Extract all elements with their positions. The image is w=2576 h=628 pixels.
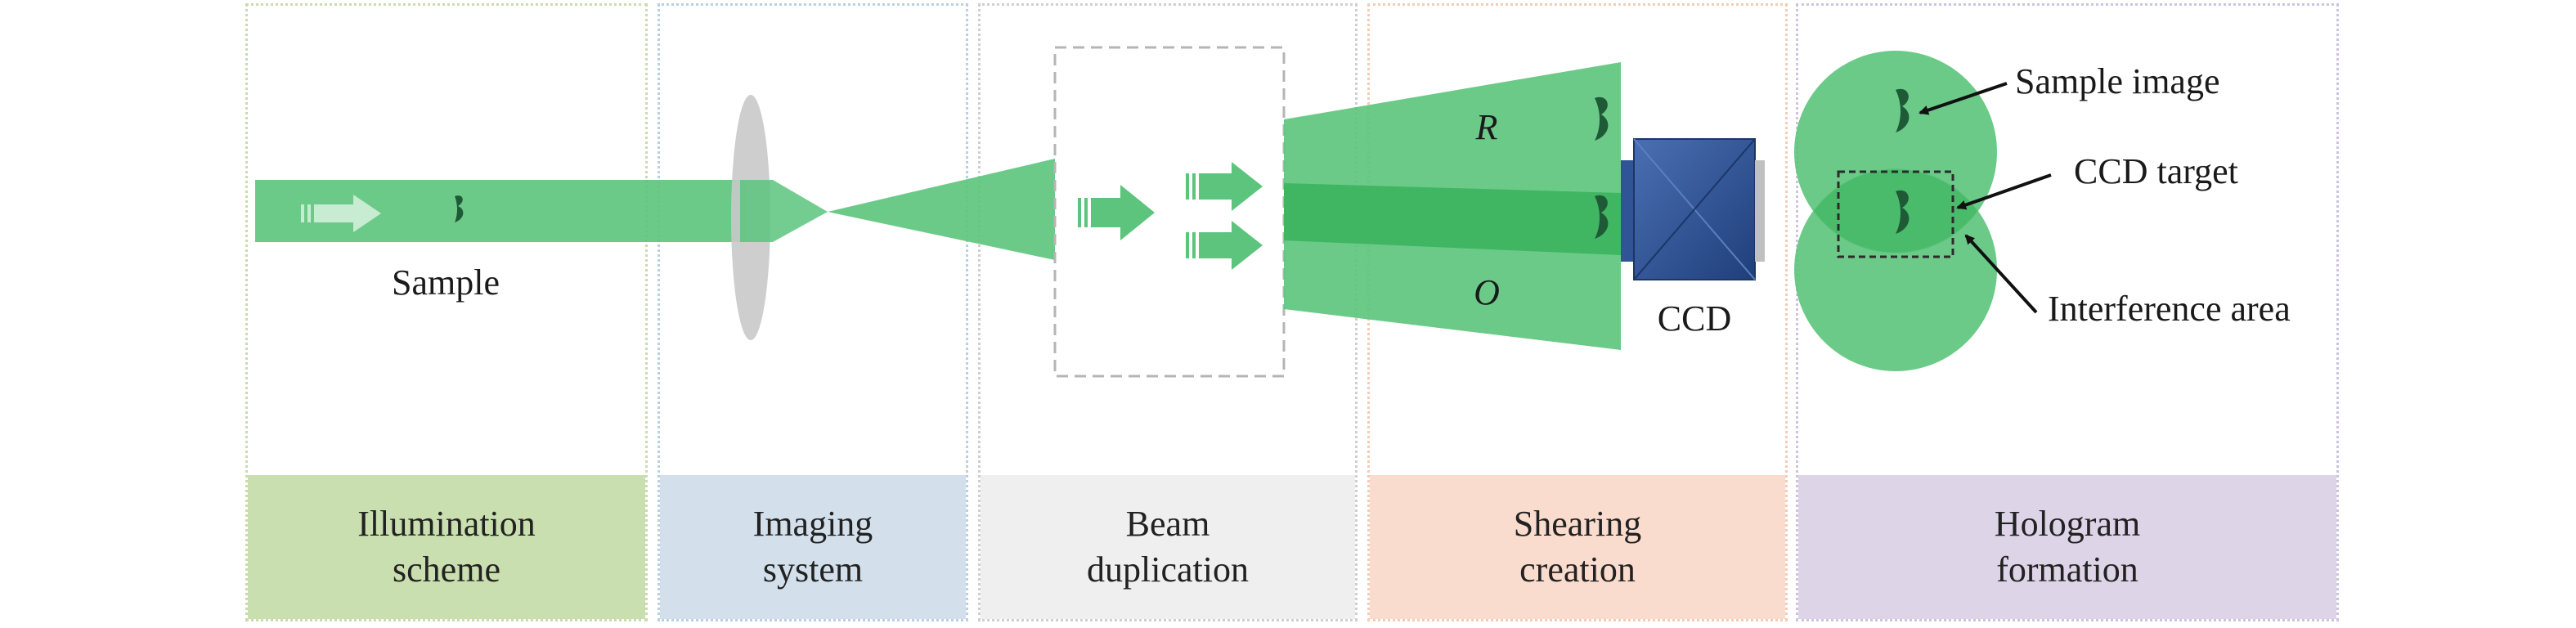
sample-specimen-o-icon xyxy=(1595,195,1609,239)
panel-label-shearing: Shearing creation xyxy=(1370,475,1785,619)
source-arrow-icon xyxy=(301,195,381,232)
sample-image-label: Sample image xyxy=(2015,61,2220,101)
input-beam-arrow-icon xyxy=(1078,185,1155,240)
panel-hologram-formation: Hologram formation xyxy=(1796,3,2339,621)
ccd-target-specimen-icon xyxy=(1896,190,1910,234)
panel-label-line: Illumination xyxy=(357,504,536,544)
sample-label: Sample xyxy=(392,262,500,303)
panel-illumination-scheme: Illumination scheme xyxy=(245,3,648,621)
sample-specimen-r-icon xyxy=(1595,96,1609,141)
panel-label-imaging: Imaging system xyxy=(660,475,966,619)
interference-area-arrow xyxy=(1964,234,2038,314)
panel-label-line: scheme xyxy=(393,550,500,590)
ccd-camera-icon xyxy=(1621,138,1765,280)
panel-label-line: system xyxy=(762,550,864,590)
panel-label-hologram: Hologram formation xyxy=(1798,475,2336,619)
panel-label-line: duplication xyxy=(1087,550,1249,590)
duplicated-beam-arrow-top-icon xyxy=(1186,162,1263,211)
panel-label-illumination: Illumination scheme xyxy=(248,475,645,619)
sample-specimen-icon xyxy=(455,195,464,222)
ccd-label: CCD xyxy=(1658,298,1731,339)
object-beam-label: O xyxy=(1474,272,1500,312)
sample-image-arrow xyxy=(1919,82,2008,115)
interference-overlap xyxy=(1814,169,1977,253)
sample-image-specimen-icon xyxy=(1896,88,1910,132)
ccd-target-box xyxy=(1837,170,1954,258)
panel-label-line: formation xyxy=(1996,550,2138,590)
ccd-target-arrow xyxy=(1956,173,2052,210)
panel-label-beam: Beam duplication xyxy=(981,475,1355,619)
diverging-beam xyxy=(828,159,1055,260)
beam-duplication-box xyxy=(1053,46,1286,378)
panel-label-line: Imaging xyxy=(752,504,873,544)
beam-overlap-region xyxy=(1284,183,1621,255)
panel-label-line: Hologram xyxy=(1994,504,2141,544)
panel-label-line: creation xyxy=(1519,550,1636,590)
panel-beam-duplication: Beam duplication xyxy=(978,3,1358,621)
panel-label-line: Shearing xyxy=(1513,504,1642,544)
panel-shearing-creation: Shearing creation xyxy=(1367,3,1788,621)
interference-area-label: Interference area xyxy=(2048,289,2291,329)
panel-label-line: Beam xyxy=(1125,504,1210,544)
reference-beam-label: R xyxy=(1475,107,1498,147)
ccd-target-label: CCD target xyxy=(2074,151,2238,191)
converging-beam xyxy=(740,180,828,242)
duplicated-beam-arrow-bottom-icon xyxy=(1186,221,1263,270)
panel-imaging-system: Imaging system xyxy=(657,3,968,621)
